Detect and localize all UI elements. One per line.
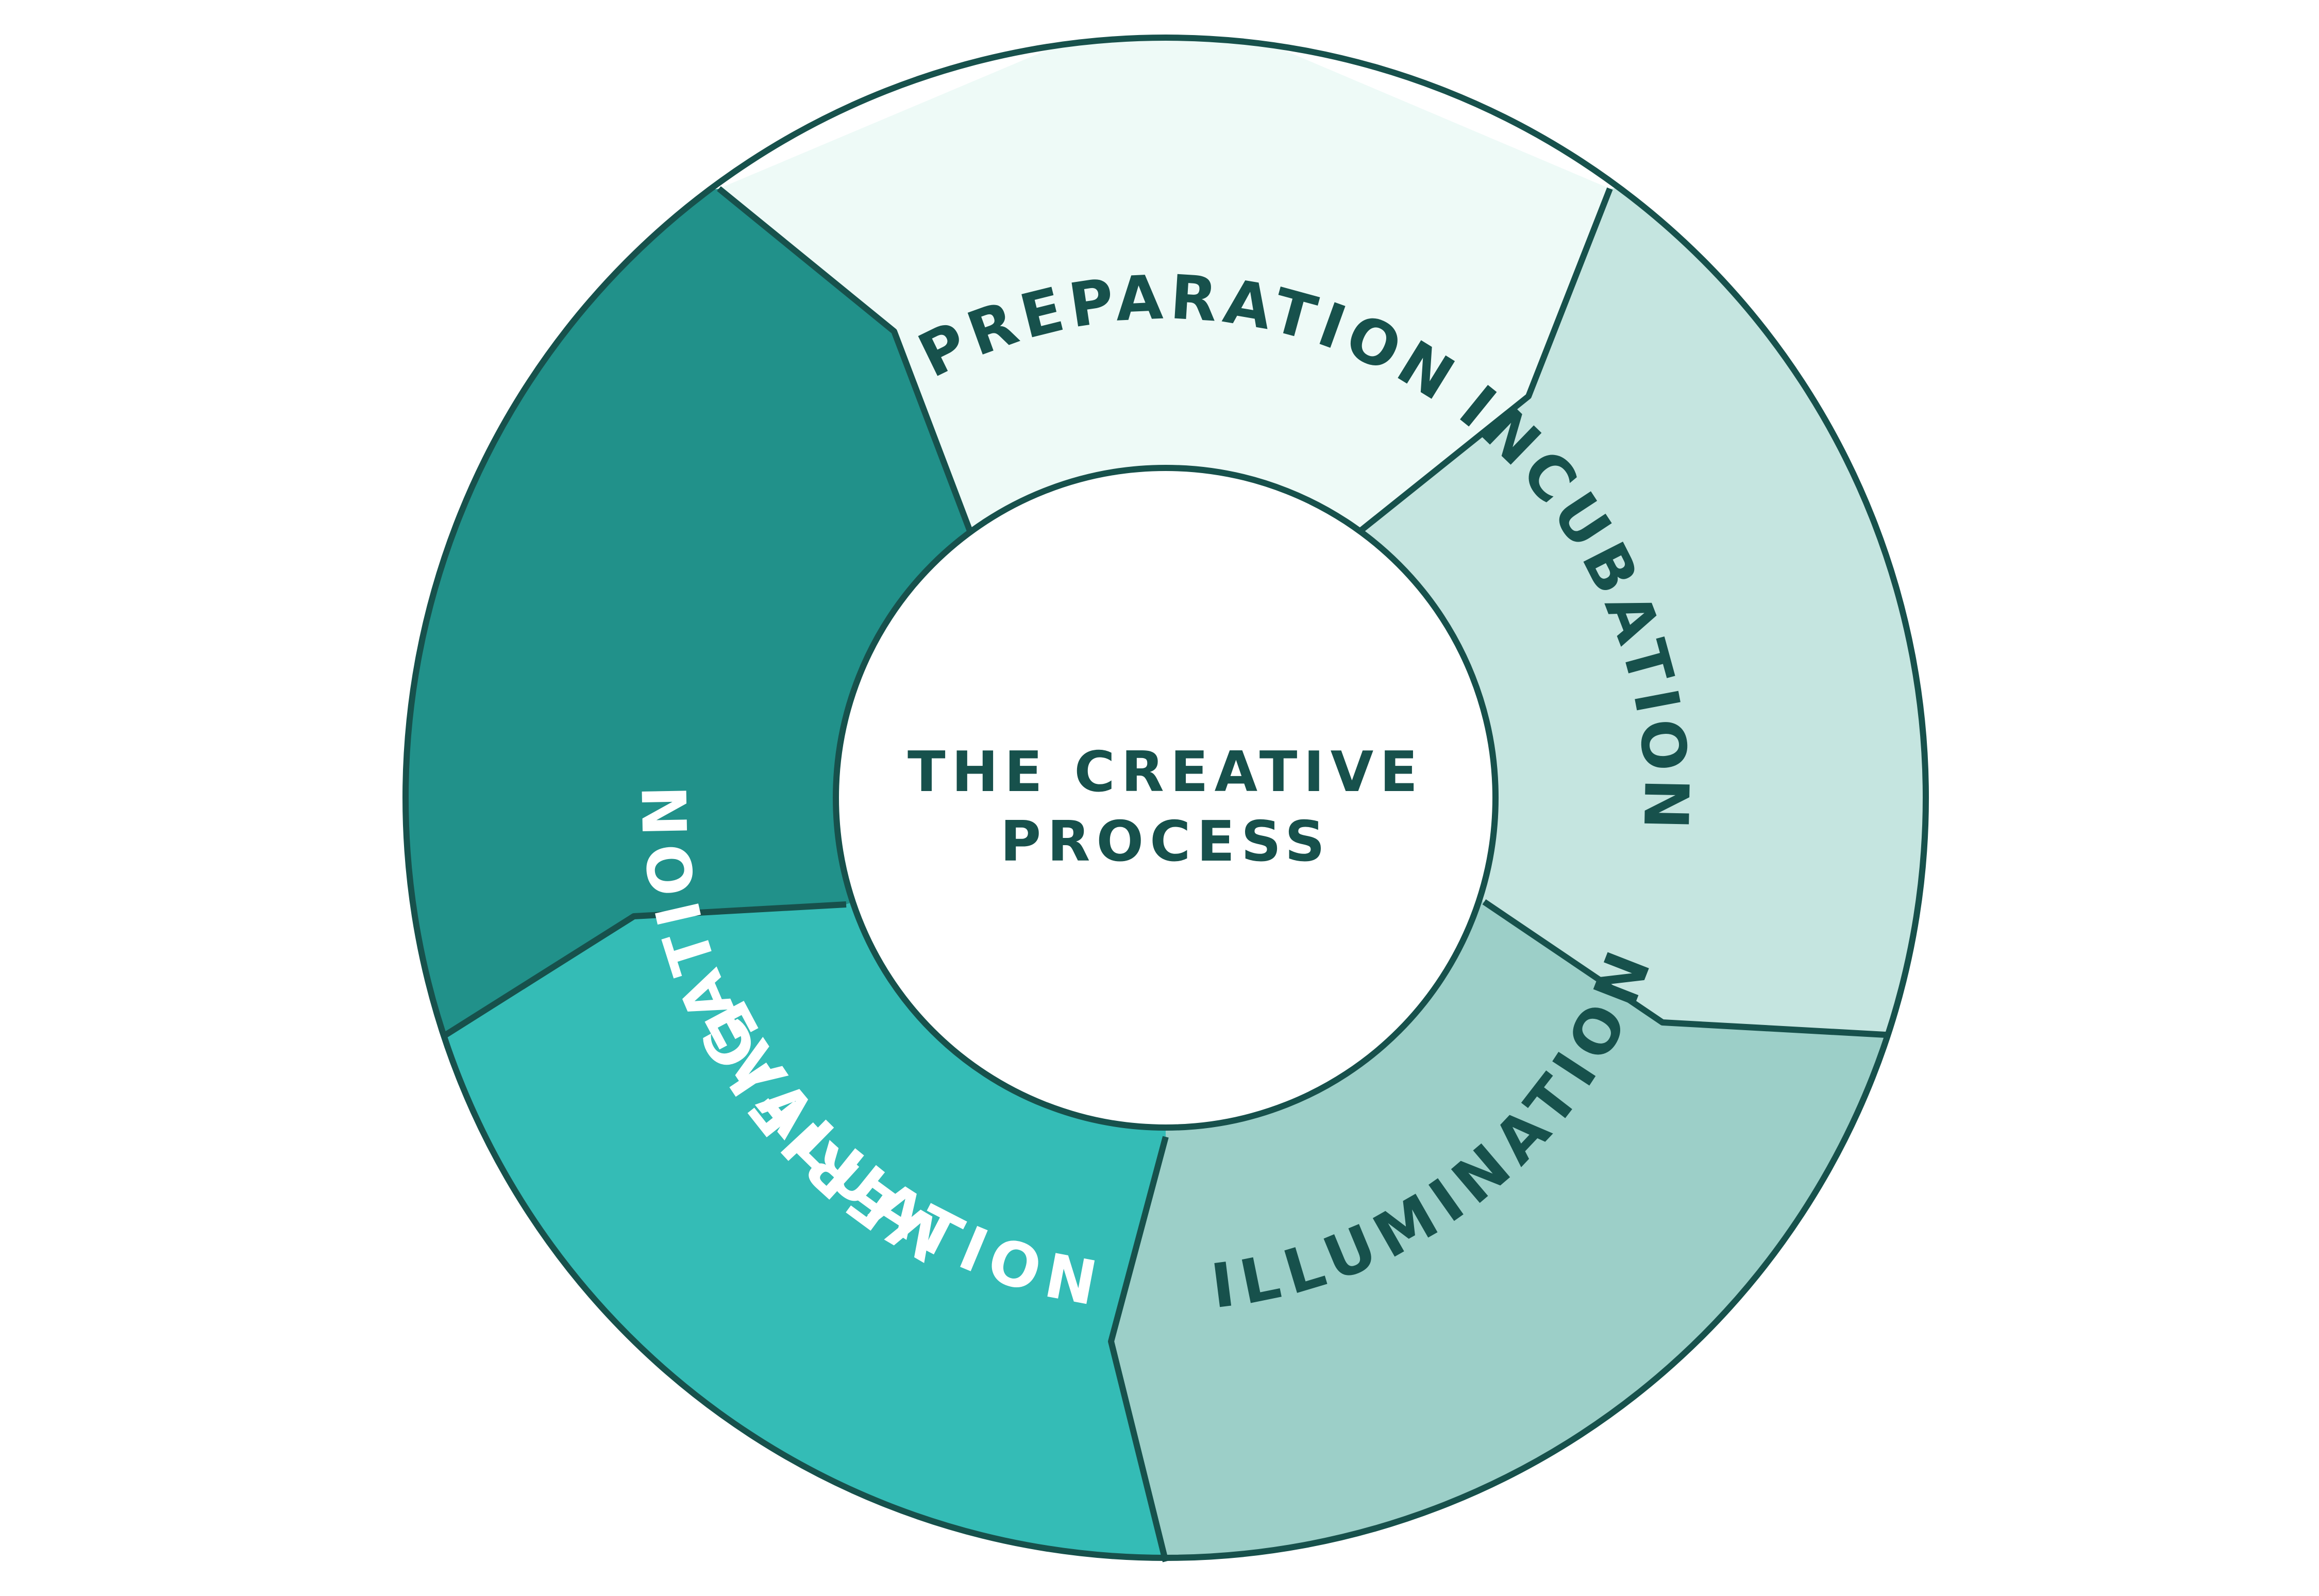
center-title-line-1: THE CREATIVE xyxy=(908,740,1424,804)
divider-evaluation-verification xyxy=(444,901,847,1038)
divider-verification-preparation xyxy=(717,186,973,532)
outer-ring xyxy=(402,35,1929,1561)
center-circle xyxy=(833,465,1499,1131)
divider-preparation-incubation xyxy=(1358,187,1613,533)
segment-preparation xyxy=(719,38,1610,798)
divider-incubation-illumination xyxy=(1482,899,1886,1038)
divider-illumination-evaluation xyxy=(1108,1136,1169,1563)
segment-dividers xyxy=(444,186,1886,1563)
center-title-line-2: PROCESS xyxy=(1000,810,1331,874)
